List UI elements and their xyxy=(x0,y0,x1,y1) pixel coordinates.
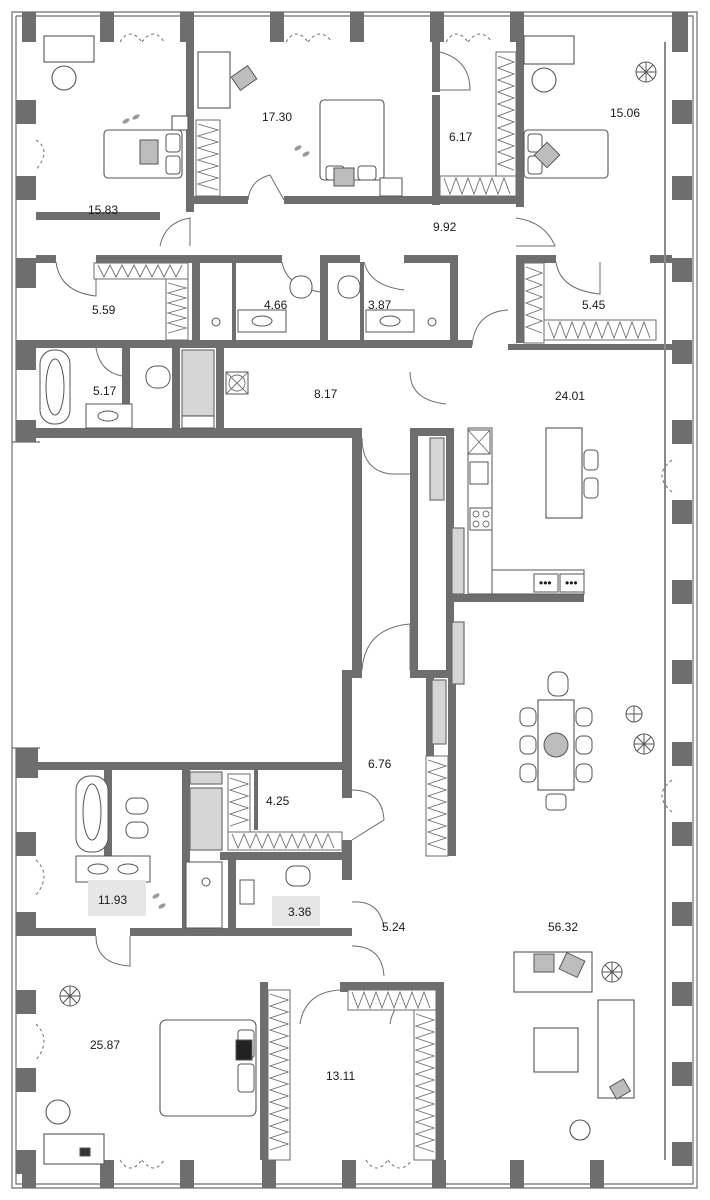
area-label: 5.59 xyxy=(92,303,116,317)
svg-text:•••: ••• xyxy=(565,576,578,590)
beds xyxy=(103,99,609,1117)
area-label: 15.83 xyxy=(88,203,118,217)
area-label: 56.32 xyxy=(548,920,578,934)
facade-piers xyxy=(16,12,692,1188)
area-label: 13.11 xyxy=(326,1069,355,1083)
svg-text:•••: ••• xyxy=(539,576,552,590)
shafts xyxy=(181,349,465,851)
area-label: 5.24 xyxy=(382,920,406,934)
wardrobes xyxy=(93,51,657,1161)
area-label: 25.87 xyxy=(90,1038,120,1052)
kitchen-furniture: ••• ••• xyxy=(467,427,599,595)
room-area-labels: 15.83 17.30 6.17 15.06 9.92 5.59 4.66 3.… xyxy=(88,106,640,1083)
living-furniture xyxy=(513,951,635,1141)
area-label: 5.17 xyxy=(93,384,117,398)
area-label: 24.01 xyxy=(555,389,585,403)
area-label: 3.87 xyxy=(368,298,392,312)
area-label: 4.66 xyxy=(264,298,288,312)
area-label: 6.76 xyxy=(368,757,392,771)
dining-set xyxy=(519,671,593,811)
interior-walls xyxy=(36,42,672,1160)
area-label: 9.92 xyxy=(433,220,457,234)
plants xyxy=(59,61,657,1007)
area-label: 17.30 xyxy=(262,110,292,124)
area-label: 11.93 xyxy=(98,893,127,907)
window-swings xyxy=(35,33,673,1169)
area-label: 6.17 xyxy=(449,130,473,144)
sanitary-fixtures xyxy=(39,275,437,929)
area-label: 3.36 xyxy=(288,905,312,919)
area-label: 8.17 xyxy=(314,387,338,401)
area-label: 15.06 xyxy=(610,106,640,120)
area-label: 4.25 xyxy=(266,794,290,808)
floor-mats xyxy=(88,880,320,926)
area-label: 5.45 xyxy=(582,298,606,312)
misc-furniture xyxy=(43,35,575,1165)
